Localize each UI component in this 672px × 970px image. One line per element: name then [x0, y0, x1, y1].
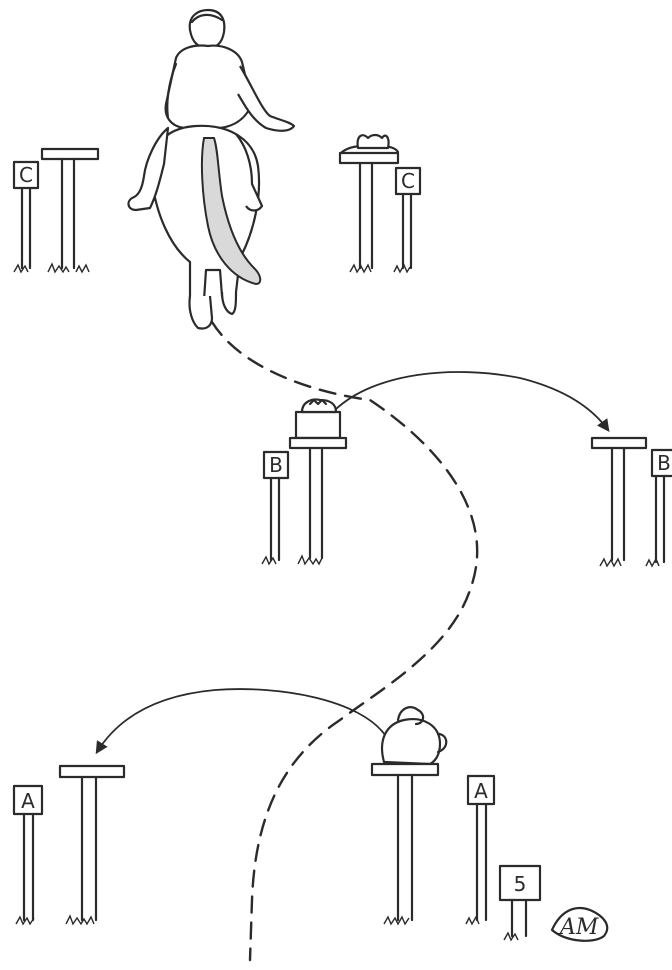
sign-a-right-label: A — [474, 779, 488, 803]
table-c-right-top — [340, 153, 398, 163]
station-c-left: C — [14, 149, 98, 272]
horse-and-rider-icon — [129, 10, 294, 329]
jug-icon — [382, 707, 446, 764]
signature-text: AM — [558, 915, 599, 940]
t-post-b-right-top — [592, 438, 646, 448]
sign-number-5-label: 5 — [514, 872, 527, 896]
station-a-right: A 5 — [372, 707, 540, 940]
station-b-right: B — [592, 438, 672, 566]
artist-signature: AM — [552, 908, 607, 941]
sign-c-right-label: C — [401, 169, 415, 193]
sign-b-right-label: B — [657, 451, 671, 475]
table-b-left-top — [290, 438, 346, 448]
sign-b-left-label: B — [269, 453, 283, 477]
sign-c-left-label: C — [19, 163, 33, 187]
station-a-left: A — [14, 766, 124, 924]
arc-to-b-right — [335, 372, 608, 430]
cake-icon — [296, 400, 340, 439]
table-a-right-top — [372, 764, 438, 775]
sign-a-left-label: A — [21, 789, 35, 813]
t-post-c-left-top — [42, 149, 98, 159]
dashed-route-path — [212, 322, 477, 960]
station-c-right: C — [340, 135, 420, 272]
t-post-a-left-top — [60, 766, 124, 777]
station-b-left: B — [262, 400, 346, 565]
arc-to-a-left — [97, 689, 385, 752]
